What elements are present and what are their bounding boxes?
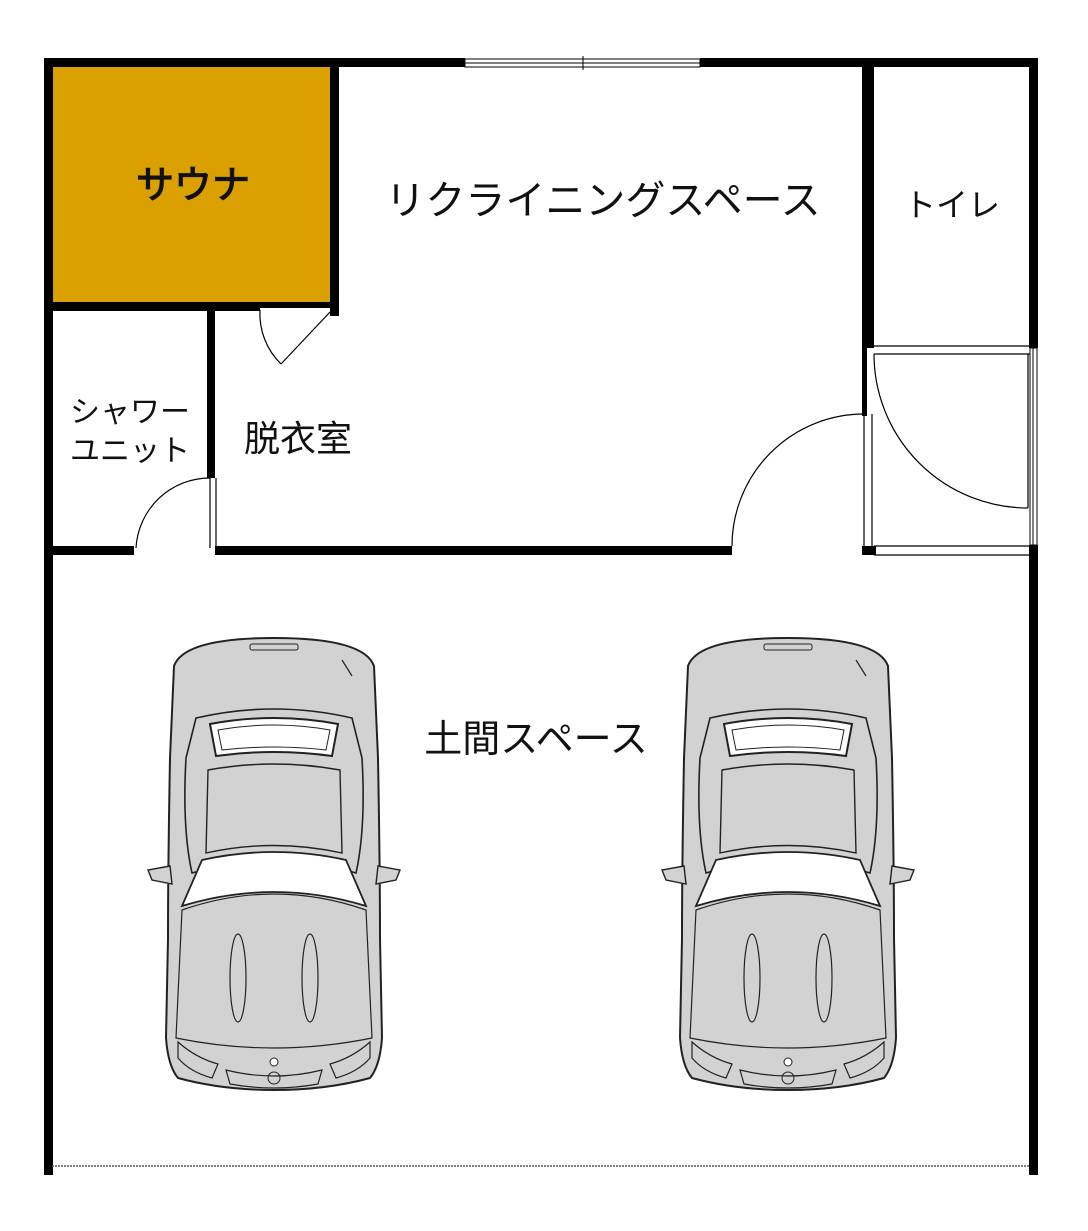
right-window [1029,347,1038,546]
toilet-door [873,345,1030,556]
reclining-door [731,413,873,547]
shower-door [135,477,217,549]
toilet-label: トイレ [904,186,1000,224]
sauna-door [259,309,331,365]
sauna-label: サウナ [136,162,250,207]
top-window [464,56,701,70]
walls [44,58,1038,1175]
shower-label-line2: ユニット [70,434,190,469]
reclining-space-label: リクライニングスペース [385,178,820,224]
doma-space-label: 土間スペース [424,717,647,761]
car-icon [661,637,915,1091]
dressing-room-label: 脱衣室 [244,419,352,460]
car-icon [147,637,401,1091]
sauna-room [52,66,334,304]
shower-label-line1: シャワー [70,395,190,430]
